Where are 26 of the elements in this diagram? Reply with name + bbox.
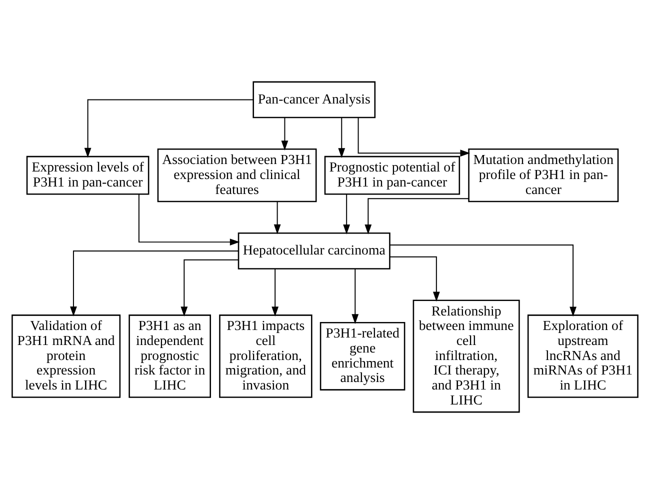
node-box: P3H1 as an independent prognostic risk factor in LIHC: [128, 314, 211, 398]
arrow: [180, 259, 239, 317]
arrow: [343, 194, 350, 234]
arrow: [84, 99, 254, 158]
arrow: [272, 268, 279, 317]
arrow: [390, 244, 577, 317]
node-box: P3H1-related gene enrichment analysis: [320, 322, 406, 390]
arrow: [352, 268, 359, 324]
arrow: [389, 256, 440, 302]
arrow: [281, 117, 288, 150]
node-box: Mutation andmethylation profile of P3H1 in pan-cancer: [468, 148, 619, 202]
node-box: P3H1 impacts cell proliferation, migration, and invasion: [219, 314, 312, 398]
arrow: [358, 117, 470, 157]
node-box: Validation of P3H1 mRNA and protein expression levels in LIHC: [12, 314, 121, 398]
node-box: Pan-cancer Analysis: [252, 81, 376, 118]
arrow: [364, 198, 470, 234]
arrow: [138, 194, 240, 246]
arrow: [70, 250, 239, 316]
node-box: Prognostic potential of P3H1 in pan-cancer: [324, 156, 460, 195]
node-box: Hepatocellular carcinoma: [238, 232, 390, 270]
node-box: Association between P3H1 expression and clinical features: [157, 148, 317, 202]
arrow: [274, 201, 281, 234]
node-box: Relationship between immune cell infiltration, ICI therapy, and P3H1 in LIHC: [412, 300, 520, 413]
node-box: Exploration of upstream lncRNAs and miRNAs of P3H1 in LIHC: [527, 314, 638, 398]
arrow: [338, 117, 346, 158]
node-box: Expression levels of P3H1 in pan-cancer: [26, 156, 150, 195]
